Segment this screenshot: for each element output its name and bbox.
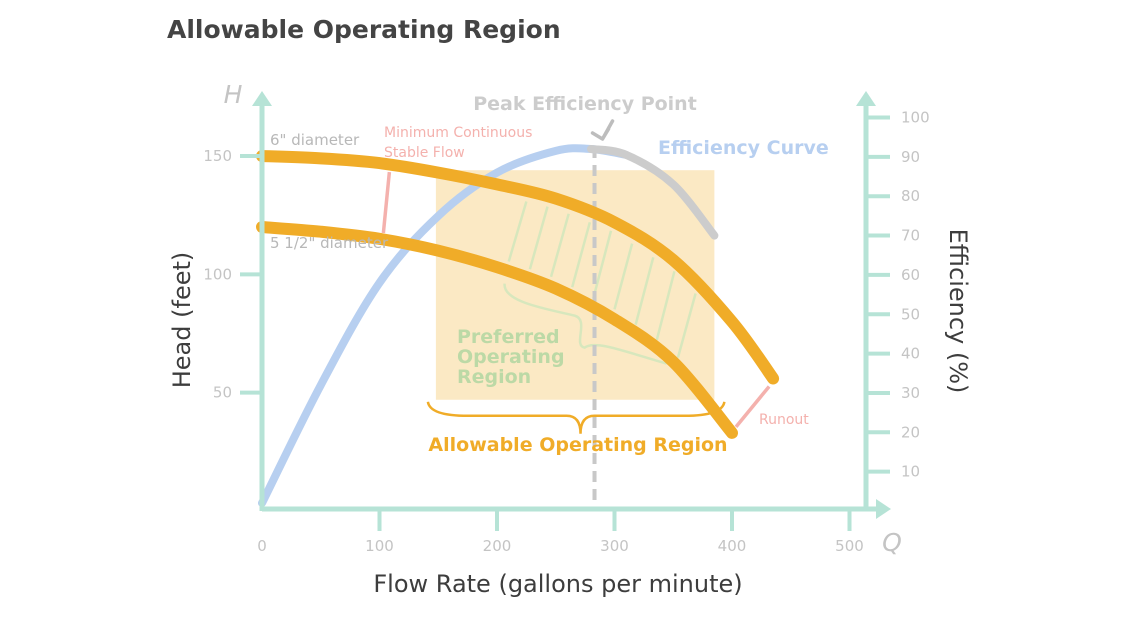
y-axis-label: Head (feet) <box>168 252 196 389</box>
peak-arrow <box>590 119 615 141</box>
y2-axis-arrow <box>856 91 876 106</box>
allowable-region-label: Allowable Operating Region <box>428 434 727 456</box>
y2-tick-label-80: 80 <box>901 187 920 205</box>
y-axis-arrow <box>252 91 272 106</box>
preferred-region-brace <box>503 283 667 365</box>
x-tick-label-500: 500 <box>835 537 864 555</box>
series-label-5-5in: 5 1/2" diameter <box>270 234 389 252</box>
min-flow-label-line1: Minimum Continuous <box>384 125 532 141</box>
hatch-line-6 <box>634 256 655 325</box>
y-tick-label-50: 50 <box>213 384 232 402</box>
series-label-6in: 6" diameter <box>270 131 360 149</box>
preferred-region-hatch <box>507 201 697 358</box>
preferred-label-line2: Operating <box>457 346 565 368</box>
y-tick-label-150: 150 <box>203 147 232 165</box>
hatch-line-7 <box>655 271 676 341</box>
hatch-line-8 <box>676 293 697 358</box>
y2-tick-label-30: 30 <box>901 384 920 402</box>
efficiency-curve <box>258 144 631 508</box>
x-tick-label-200: 200 <box>483 537 512 555</box>
runout-marker <box>734 385 771 429</box>
efficiency-curve-tail <box>587 145 719 240</box>
y2-tick-label-90: 90 <box>901 148 920 166</box>
preferred-label-line3: Region <box>457 366 531 388</box>
y2-tick-label-10: 10 <box>901 463 920 481</box>
hatch-line-4 <box>592 230 613 299</box>
peak-efficiency-label: Peak Efficiency Point <box>473 93 697 115</box>
x-tick-label-0: 0 <box>257 537 267 555</box>
y2-tick-label-40: 40 <box>901 345 920 363</box>
y2-axis-label: Efficiency (%) <box>944 229 972 394</box>
x-tick-label-400: 400 <box>718 537 747 555</box>
head-curve-5-5in <box>256 221 738 439</box>
hatch-line-2 <box>549 213 570 278</box>
y2-tick-label-70: 70 <box>901 227 920 245</box>
min-flow-marker <box>381 171 392 234</box>
min-flow-label-line2: Stable Flow <box>384 145 465 161</box>
y2-tick-label-50: 50 <box>901 305 920 323</box>
axes <box>252 91 891 519</box>
x-axis-arrow <box>876 499 891 519</box>
preferred-label-line1: Preferred <box>457 326 560 348</box>
x-tick-label-100: 100 <box>365 537 394 555</box>
allowable-region-brace <box>426 401 726 434</box>
chart-title: Allowable Operating Region <box>167 15 561 44</box>
efficiency-curve-label: Efficiency Curve <box>658 137 829 159</box>
head-curve-6in <box>256 150 780 385</box>
runout-label: Runout <box>759 412 809 428</box>
y-axis-letter: H <box>224 80 243 109</box>
y2-tick-label-60: 60 <box>901 266 920 284</box>
x-tick-label-300: 300 <box>600 537 629 555</box>
ticks: 0 100 200 300 400 500 50 100 150 10 20 30 40 50 60 70 80… <box>203 109 929 556</box>
hatch-line-0 <box>507 201 528 262</box>
hatch-line-5 <box>613 243 634 310</box>
y-tick-label-100: 100 <box>203 265 232 283</box>
hatch-line-3 <box>570 221 592 288</box>
y2-tick-label-20: 20 <box>901 423 920 441</box>
x-axis-letter: Q <box>882 528 902 557</box>
x-axis-label: Flow Rate (gallons per minute) <box>373 570 742 598</box>
hatch-line-1 <box>528 206 549 270</box>
y2-tick-label-100: 100 <box>901 109 930 127</box>
